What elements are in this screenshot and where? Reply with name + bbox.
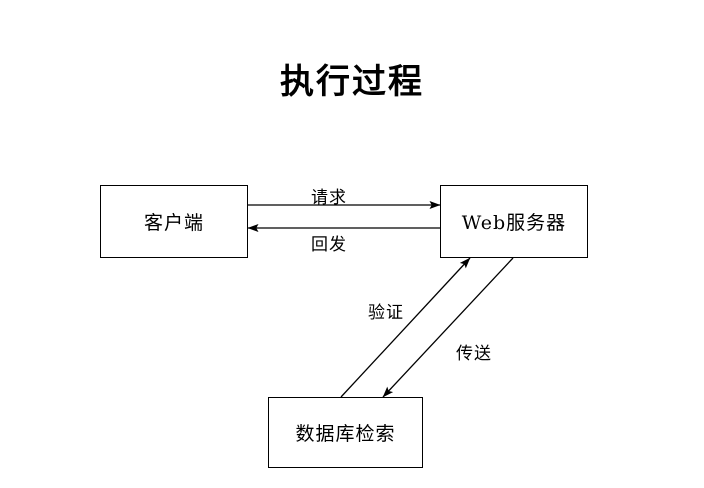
- edge-transmit-line: [382, 257, 514, 398]
- edge-verify-line: [340, 257, 471, 398]
- edge-label-postback: 回发: [311, 235, 347, 255]
- node-database: 数据库检索: [268, 397, 423, 468]
- node-client-label: 客户端: [143, 212, 204, 234]
- node-client: 客户端: [100, 185, 248, 258]
- edge-label-transmit: 传送: [456, 344, 492, 364]
- node-web-server-label: Web服务器: [461, 212, 567, 234]
- page-title: 执行过程: [280, 62, 424, 102]
- node-database-label: 数据库检索: [295, 423, 396, 445]
- edge-label-request: 请求: [311, 188, 347, 208]
- edge-label-verify: 验证: [368, 303, 404, 323]
- node-web-server: Web服务器: [440, 185, 588, 258]
